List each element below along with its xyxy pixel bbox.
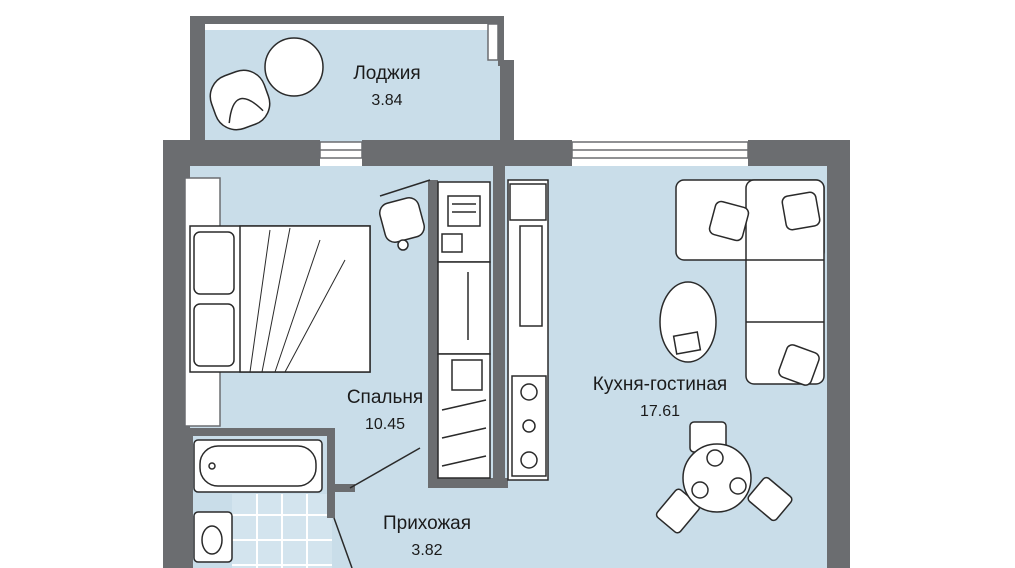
laptop-icon [447,195,481,227]
pillow-bottom [193,303,235,367]
dining-set [655,421,793,534]
bathroom-tiles [232,494,332,568]
doors [333,447,421,568]
kitchen-label: Кухня-гостиная 17.61 [570,373,750,422]
kitchen-area: 17.61 [639,402,681,420]
dining-chair-3 [747,476,793,522]
bedroom-area: 10.45 [364,415,406,433]
sofa [675,179,825,386]
loggia-name: Лоджия [353,63,421,84]
loggia-glazing [487,23,499,61]
loggia-label: Лоджия 3.84 [332,62,442,111]
bedroom-label: Спальня 10.45 [325,386,445,435]
armchair-icon [209,69,271,131]
blanket [239,225,371,373]
loggia-area: 3.84 [371,91,403,109]
sofa-cushion-1 [708,200,750,242]
hallway-label: Прихожая 3.82 [362,512,492,561]
bedroom-name: Спальня [346,387,424,408]
corridor-floor [340,486,440,568]
hallway-area: 3.82 [411,541,443,559]
bedroom-door [349,447,421,489]
coffee-table [659,281,717,363]
loggia-table [264,37,324,97]
kitchen-counter [507,179,549,481]
pillow-top [193,231,235,295]
bathroom [193,439,323,563]
sink [519,225,543,327]
magazine-icon [672,331,702,355]
desk-wardrobe [437,181,491,479]
fridge [509,183,547,221]
office-chair-icon [379,179,431,251]
bed [189,225,371,373]
kitchen-name: Кухня-гостиная [592,374,728,395]
box-icon [451,359,483,391]
wardrobe [437,261,491,355]
sofa-cushion-3 [778,344,820,386]
sofa-cushion-2 [781,191,821,231]
notebook-icon [441,233,463,253]
loggia-furniture [209,37,324,131]
bathroom-door [333,517,353,568]
hallway-name: Прихожая [382,513,472,534]
